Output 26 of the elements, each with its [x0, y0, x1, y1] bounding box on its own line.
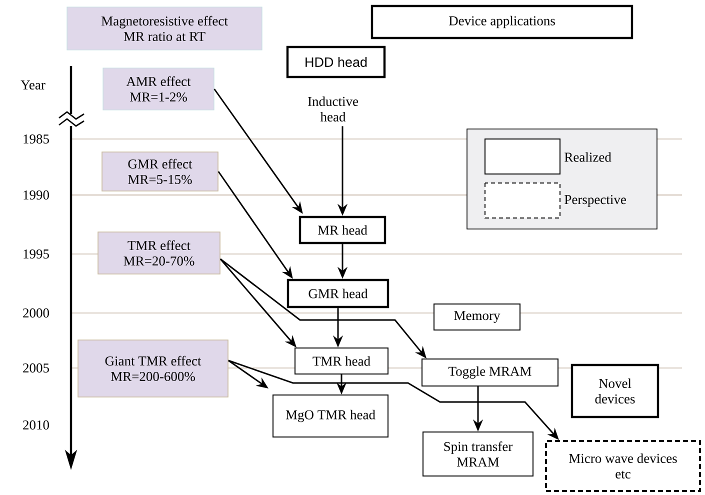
year-label: 2000 [23, 308, 49, 318]
device-box: Toggle MRAM [422, 358, 558, 386]
device-box: MR head [298, 216, 386, 244]
year-label: 2010 [23, 420, 49, 430]
effect-box: Giant TMR effect MR=200-600% [78, 340, 228, 398]
year-label: 1990 [24, 190, 49, 200]
year-label: 1985 [24, 134, 49, 144]
device-box: Spin transfer MRAM [422, 432, 534, 476]
device-box: MgO TMR head [272, 394, 388, 438]
year-label: 1995 [24, 249, 49, 259]
device-box: GMR head [286, 278, 390, 308]
effect-box: TMR effect MR=20-70% [98, 232, 220, 274]
category-box: Novel devices [570, 364, 660, 418]
device-text: Inductive head [308, 96, 358, 122]
year-label: 2005 [23, 363, 49, 373]
effect-box: AMR effect MR=1-2% [102, 68, 214, 110]
device-box: Micro wave devices etc [545, 440, 701, 492]
heading-box: Device applications [370, 4, 634, 40]
legend-item: Perspective [484, 182, 626, 218]
effect-box: GMR effect MR=5-15% [102, 152, 218, 192]
legend-item: Realized [484, 138, 612, 174]
device-box: TMR head [294, 348, 388, 374]
device-box: HDD head [286, 46, 386, 78]
effect-box: Magnetoresistive effect MR ratio at RT [66, 6, 262, 50]
axis-title: Year [20, 80, 46, 90]
category-box: Memory [434, 304, 520, 330]
